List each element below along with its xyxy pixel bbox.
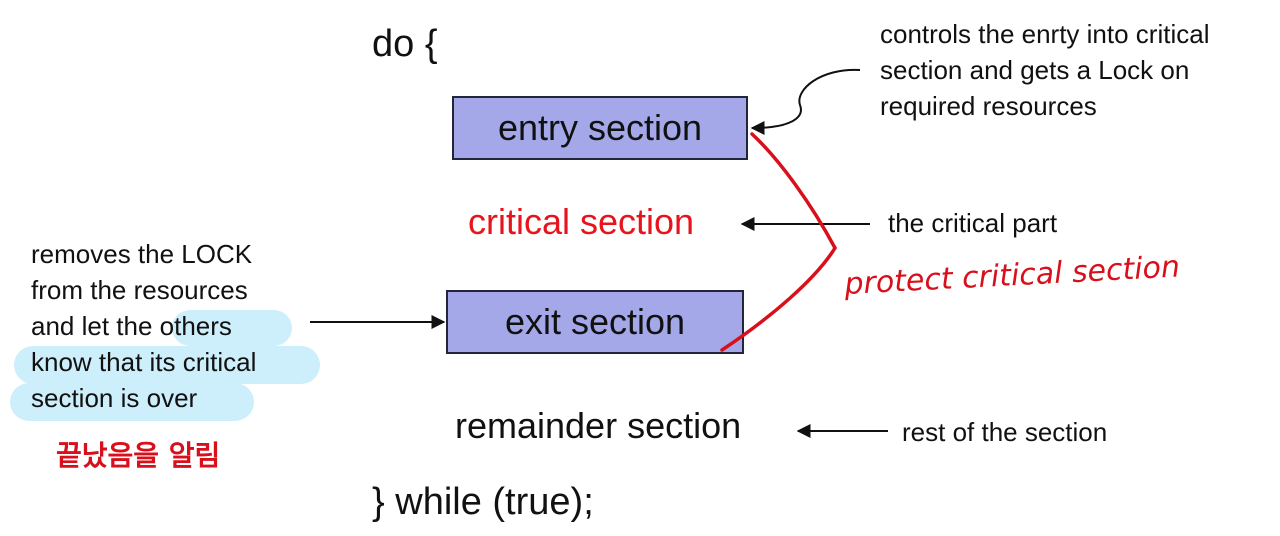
entry-note-line: required resources — [880, 91, 1097, 121]
remainder-note: rest of the section — [902, 417, 1108, 447]
arrow-to-entry — [750, 68, 861, 135]
exit-section-box: exit section — [446, 290, 744, 354]
highlight-group — [10, 310, 320, 421]
entry-note: controls the enrty into critical section… — [880, 16, 1209, 124]
entry-note-line: controls the enrty into critical — [880, 19, 1210, 49]
highlight-others — [172, 310, 292, 346]
exit-note-line: removes the LOCK — [31, 239, 253, 269]
entry-section-label: entry section — [497, 107, 703, 148]
code-while-close: } while (true); — [372, 481, 594, 523]
remainder-section-label: remainder section — [455, 405, 742, 446]
exit-note-line: know that its critical — [31, 347, 257, 377]
exit-section-label: exit section — [504, 301, 686, 342]
exit-note-line: from the resources — [31, 275, 248, 305]
critical-section-label: critical section — [468, 201, 695, 242]
critical-note: the critical part — [888, 208, 1058, 238]
exit-note-line: section is over — [31, 383, 198, 413]
highlight-know-line — [14, 346, 320, 384]
exit-note: removes the LOCK from the resources and … — [31, 236, 256, 416]
code-do-open: do { — [372, 23, 438, 65]
entry-section-box: entry section — [452, 96, 748, 160]
entry-note-line: section and gets a Lock on — [880, 55, 1190, 85]
exit-note-line: and let the others — [31, 311, 232, 341]
highlight-section-line — [10, 383, 254, 421]
